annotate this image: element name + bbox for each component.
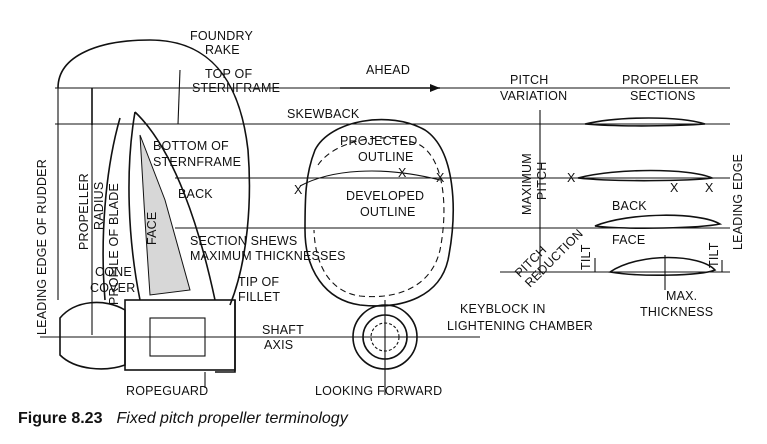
projected-outline <box>313 137 445 298</box>
x-marker-1: X <box>294 183 303 197</box>
section-top <box>584 117 706 127</box>
x-marker-4: X <box>567 171 576 185</box>
propeller-hub <box>124 299 236 371</box>
label-shaft: SHAFT <box>262 323 304 337</box>
ahead-arrow-head <box>430 84 440 92</box>
label-ahead: AHEAD <box>366 63 410 77</box>
section-upper <box>577 169 715 182</box>
label-developed: DEVELOPED <box>346 189 424 203</box>
label-top-of: TOP OF <box>205 67 252 81</box>
label-cone: CONE <box>95 265 132 279</box>
label-thickness: THICKNESS <box>640 305 713 319</box>
label-looking-forward: LOOKING FORWARD <box>315 384 442 398</box>
label-max: MAX. <box>666 289 697 303</box>
label-fillet: FILLET <box>238 290 280 304</box>
label-section-shews: SECTION SHEWS <box>190 234 297 248</box>
label-tilt-left: TILT <box>579 244 593 270</box>
label-rake: RAKE <box>205 43 240 57</box>
label-bottom-sternframe: STERNFRAME <box>153 155 241 169</box>
section-middle <box>594 214 723 229</box>
label-developed-outline: OUTLINE <box>360 205 416 219</box>
label-axis: AXIS <box>264 338 293 352</box>
label-projected-outline: OUTLINE <box>358 150 414 164</box>
label-face-left: FACE <box>145 212 159 245</box>
pitch-line <box>299 170 441 187</box>
label-bottom-of: BOTTOM OF <box>153 139 229 153</box>
label-variation: VARIATION <box>500 89 567 103</box>
label-keyblock: KEYBLOCK IN <box>460 302 546 316</box>
label-maximum: MAXIMUM <box>520 153 534 215</box>
label-pitch: PITCH <box>510 73 549 87</box>
label-lightening-chamber: LIGHTENING CHAMBER <box>447 319 593 333</box>
section-bottom <box>607 256 717 276</box>
figure-caption: Figure 8.23 Fixed pitch propeller termino… <box>18 410 348 428</box>
label-face-right: FACE <box>612 233 645 247</box>
x-marker-2: X <box>398 166 407 180</box>
blade-profile-inner <box>128 111 141 301</box>
label-ropeguard: ROPEGUARD <box>126 384 208 398</box>
blade-face-line <box>134 111 216 301</box>
developed-outline <box>304 118 454 307</box>
x-marker-5: X <box>670 181 679 195</box>
label-cover: COVER <box>90 281 135 295</box>
label-max-thicknesses: MAXIMUM THICKNESSES <box>190 249 346 263</box>
label-foundry: FOUNDRY <box>190 29 253 43</box>
sternframe-outline <box>57 39 251 306</box>
label-propeller: PROPELLER <box>622 73 699 87</box>
x-marker-6: X <box>705 181 714 195</box>
label-projected: PROJECTED <box>340 134 418 148</box>
label-tip-of: TIP OF <box>238 275 279 289</box>
label-back-left: BACK <box>178 187 213 201</box>
x-marker-3: X <box>436 171 445 185</box>
figure-title: Fixed pitch propeller terminology <box>116 410 348 427</box>
label-back-right: BACK <box>612 199 647 213</box>
label-skewback: SKEWBACK <box>287 107 360 121</box>
label-top-sternframe: STERNFRAME <box>192 81 280 95</box>
hub-inner <box>149 317 206 357</box>
figure-number: Figure 8.23 <box>18 410 103 427</box>
ropeguard-shape <box>215 300 236 373</box>
label-sections: SECTIONS <box>630 89 696 103</box>
label-profile-of-blade: PROFILE OF BLADE <box>107 183 121 305</box>
foundry-rake-line <box>177 69 181 125</box>
blade-profile-outer <box>102 117 121 301</box>
label-leading-edge: LEADING EDGE <box>731 154 745 250</box>
blade-section-hatch <box>139 134 191 296</box>
label-propeller-v: PROPELLER <box>77 173 91 250</box>
label-leading-edge-of-rudder: LEADING EDGE OF RUDDER <box>35 159 49 335</box>
label-max-pitch: PITCH <box>535 162 549 201</box>
label-radius-v: RADIUS <box>92 182 106 230</box>
label-tilt-right: TILT <box>707 242 721 268</box>
